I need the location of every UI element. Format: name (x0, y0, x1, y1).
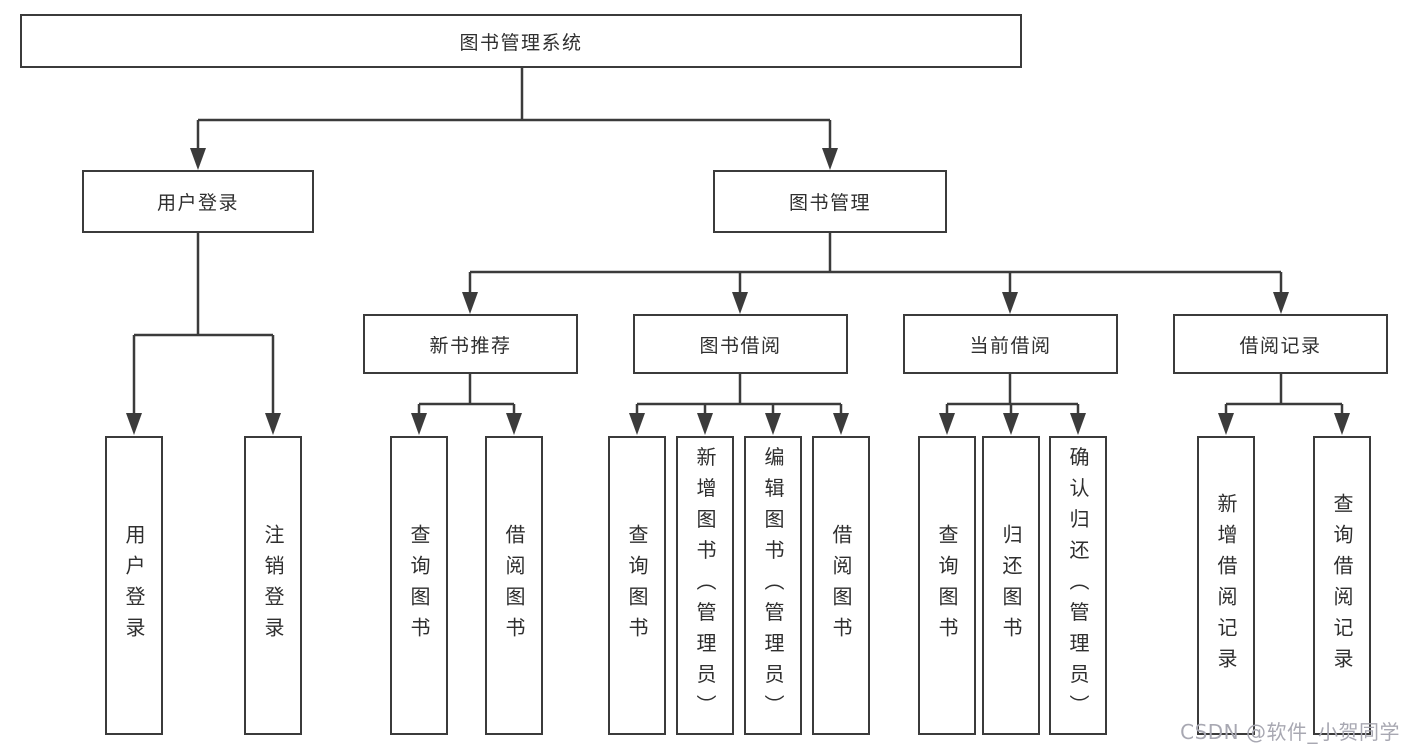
node-label: 归还图书 (999, 523, 1023, 648)
connector-trunks (134, 68, 1342, 406)
node-label: 注销登录 (261, 523, 285, 648)
node-label: 用户登录 (156, 192, 239, 214)
leaf-borrowing-borrow-books: 借阅图书 (812, 436, 870, 735)
node-label: 新书推荐 (429, 334, 512, 357)
leaf-recommend-borrow-books: 借阅图书 (485, 436, 543, 735)
node-label: 图书借阅 (699, 334, 782, 357)
leaf-records-add-record: 新增借阅记录 (1197, 436, 1255, 735)
node-label: 用户登录 (122, 523, 146, 648)
node-label: 编辑图书（管理员） (761, 446, 785, 725)
leaf-recommend-query-books: 查询图书 (390, 436, 448, 735)
leaf-current-query-books: 查询图书 (918, 436, 976, 735)
node-label: 查询图书 (625, 523, 649, 648)
leaf-current-return-books: 归还图书 (982, 436, 1040, 735)
node-label: 图书管理 (788, 192, 871, 214)
connector-arrows (126, 120, 1350, 435)
node-label: 查询图书 (935, 523, 959, 648)
node-new-book-recommendation: 新书推荐 (363, 314, 578, 374)
node-book-borrowing: 图书借阅 (633, 314, 848, 374)
node-book-management: 图书管理 (713, 170, 947, 233)
node-label: 确认归还（管理员） (1066, 446, 1090, 725)
csdn-watermark: CSDN @软件_小贺同学 (1180, 720, 1400, 744)
node-label: 新增借阅记录 (1214, 492, 1238, 679)
node-library-management-system: 图书管理系统 (20, 14, 1022, 68)
node-label: 查询图书 (407, 523, 431, 648)
leaf-user-login: 用户登录 (105, 436, 163, 735)
node-label: 新增图书（管理员） (693, 446, 717, 725)
node-label: 借阅图书 (829, 523, 853, 648)
node-label: 当前借阅 (969, 334, 1052, 357)
node-label: 借阅图书 (502, 523, 526, 648)
leaf-borrowing-query-books: 查询图书 (608, 436, 666, 735)
node-current-borrowing: 当前借阅 (903, 314, 1118, 374)
node-label: 图书管理系统 (459, 31, 583, 54)
leaf-current-confirm-return-admin: 确认归还（管理员） (1049, 436, 1107, 735)
node-borrowing-records: 借阅记录 (1173, 314, 1388, 374)
leaf-borrowing-edit-books-admin: 编辑图书（管理员） (744, 436, 802, 735)
leaf-records-query-record: 查询借阅记录 (1313, 436, 1371, 735)
node-label: 查询借阅记录 (1330, 492, 1354, 679)
node-user-login: 用户登录 (82, 170, 314, 233)
leaf-borrowing-add-books-admin: 新增图书（管理员） (676, 436, 734, 735)
node-label: 借阅记录 (1239, 334, 1322, 357)
leaf-logout: 注销登录 (244, 436, 302, 735)
